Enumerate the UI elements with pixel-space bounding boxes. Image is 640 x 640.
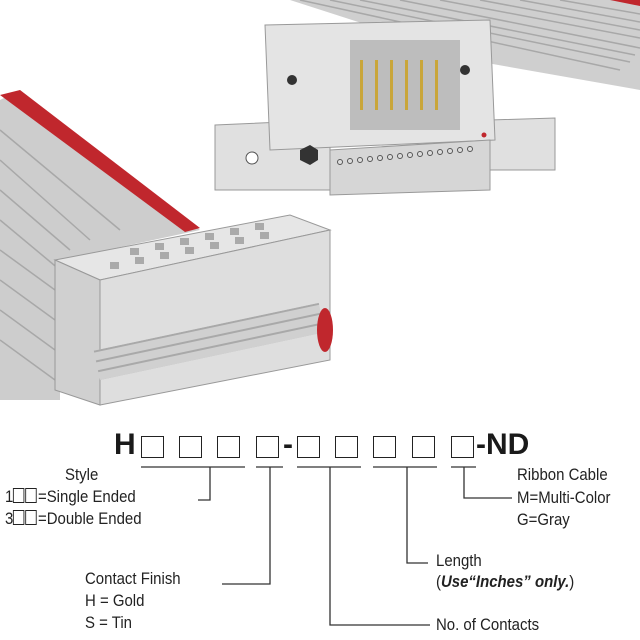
style-digit-box — [141, 436, 164, 458]
contact-finish-tin: S = Tin — [85, 613, 132, 632]
style-digit-box — [217, 436, 240, 458]
contacts-label: No. of Contacts — [436, 615, 540, 634]
style-digit-box — [179, 436, 202, 458]
length-label: Length — [436, 551, 482, 570]
ribbon-multicolor: M=Multi-Color — [517, 488, 611, 507]
style-label: Style — [65, 465, 99, 484]
length-note: (Use“Inches” only.) — [436, 572, 575, 591]
contact-finish-label: Contact Finish — [85, 569, 181, 588]
style-option-single: 1=Single Ended — [5, 487, 136, 506]
idc-socket-connector — [53, 214, 333, 406]
ribbon-cable-assembly-illustration — [0, 0, 640, 406]
box-header-connector — [214, 19, 556, 196]
length-digit-box — [412, 436, 435, 458]
contacts-digit-box — [297, 436, 320, 458]
contact-finish-gold: H = Gold — [85, 591, 145, 610]
contacts-digit-box — [335, 436, 358, 458]
contact-finish-box — [256, 436, 279, 458]
ribbon-cable-label: Ribbon Cable — [517, 465, 608, 484]
part-prefix: H — [114, 428, 136, 461]
left-ribbon-cable — [0, 90, 200, 400]
part-suffix: -ND — [476, 428, 530, 461]
part-dash: - — [283, 428, 293, 461]
ribbon-gray: G=Gray — [517, 510, 570, 529]
ribbon-type-box — [451, 436, 474, 458]
length-digit-box — [373, 436, 396, 458]
style-option-double: 3=Double Ended — [5, 509, 142, 528]
